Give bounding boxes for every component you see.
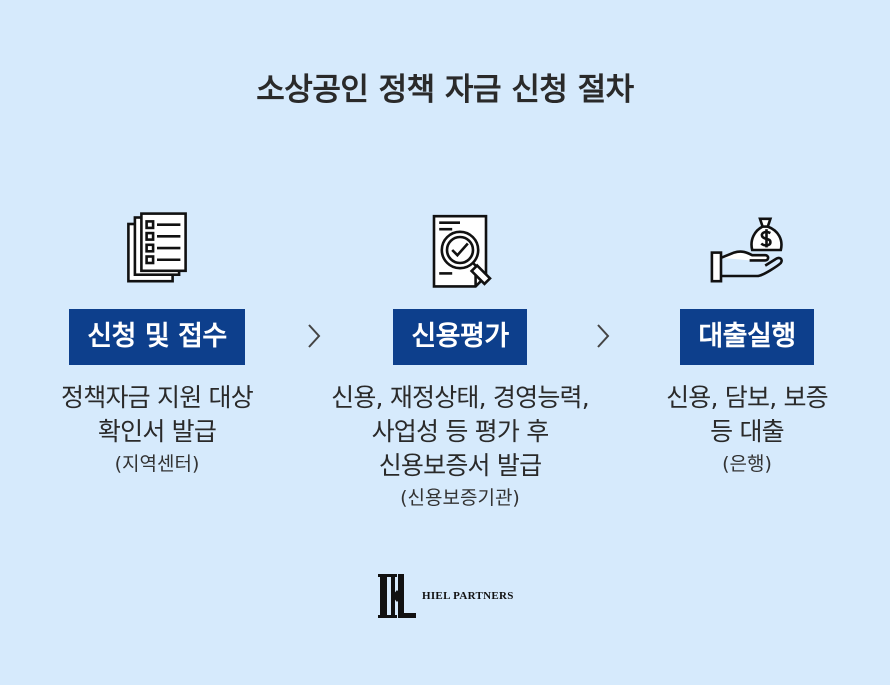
step-description: 정책자금 지원 대상 확인서 발급 (61, 381, 254, 449)
desc-line: 사업성 등 평가 후 (371, 417, 550, 446)
document-list-icon (112, 205, 202, 295)
desc-line: 확인서 발급 (97, 417, 217, 446)
step-label: 신용평가 (393, 309, 527, 365)
logo-text: HIEL PARTNERS (422, 590, 514, 602)
step-description: 신용, 재정상태, 경영능력, 사업성 등 평가 후 신용보증서 발급 (331, 381, 590, 483)
desc-line: 신용, 담보, 보증 (666, 383, 829, 412)
step-description: 신용, 담보, 보증 등 대출 (666, 381, 829, 449)
chevron-right-icon (304, 322, 324, 350)
desc-line: 등 대출 (710, 417, 785, 446)
document-magnifier-check-icon (415, 205, 505, 295)
chevron-right-icon (593, 322, 613, 350)
step-agency: (지역센터) (114, 453, 200, 475)
desc-line: 정책자금 지원 대상 (61, 383, 254, 412)
brand-logo: HIEL PARTNERS (378, 572, 514, 620)
page-title: 소상공인 정책 자금 신청 절차 (256, 72, 634, 108)
step-agency: (신용보증기관) (400, 487, 520, 509)
step-application: 신청 및 접수 정책자금 지원 대상 확인서 발급 (지역센터) (7, 205, 307, 477)
desc-line: 신용, 재정상태, 경영능력, (331, 383, 590, 412)
step-label: 신청 및 접수 (69, 309, 245, 365)
hiel-logo-icon (378, 574, 416, 618)
step-agency: (은행) (722, 453, 772, 475)
step-loan-execution: 대출실행 신용, 담보, 보증 등 대출 (은행) (597, 205, 890, 477)
hand-money-bag-icon (702, 205, 792, 295)
step-label: 대출실행 (680, 309, 814, 365)
desc-line: 신용보증서 발급 (378, 451, 542, 480)
step-credit-evaluation: 신용평가 신용, 재정상태, 경영능력, 사업성 등 평가 후 신용보증서 발급… (310, 205, 610, 511)
